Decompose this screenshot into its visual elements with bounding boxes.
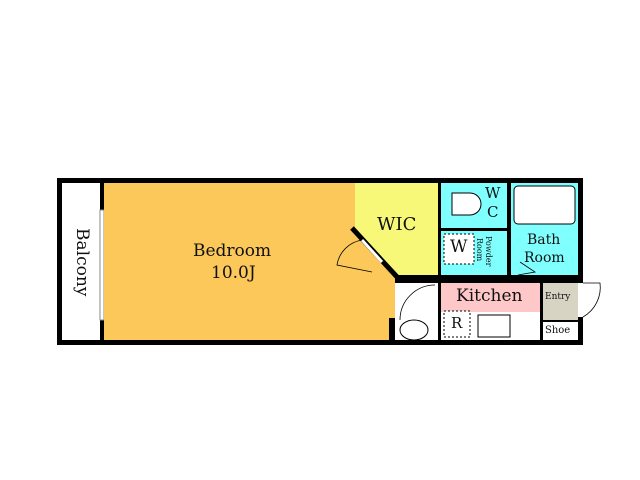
- entrance-door-swing: [582, 282, 601, 318]
- balcony-area: [62, 183, 100, 340]
- hall-door-swing: [399, 284, 436, 321]
- powder-label-2: Room: [475, 238, 484, 262]
- bath-door-swing: [517, 261, 537, 276]
- entry-area: [543, 283, 578, 320]
- shoe-label: Shoe: [545, 325, 571, 336]
- shoe-cabinet: [543, 322, 578, 340]
- kitchen-label: Kitchen: [456, 286, 523, 306]
- bedroom-label: Bedroom: [193, 241, 272, 261]
- bedroom-area: [104, 183, 348, 340]
- bedroom-size: 10.0J: [211, 263, 256, 283]
- entrance-door: [578, 283, 583, 317]
- balcony-label: Balcony: [72, 228, 92, 297]
- wc-label-w: W: [485, 184, 501, 202]
- bathtub-icon: [513, 185, 576, 225]
- bath-label-2: Room: [524, 250, 565, 266]
- wc-label-c: C: [487, 203, 499, 221]
- bath-label-1: Bath: [527, 232, 561, 248]
- wic-door-swing: [336, 239, 373, 273]
- wic-area: [355, 183, 438, 275]
- washer-label: W: [450, 237, 468, 257]
- powder-label-1: Powder: [484, 236, 493, 267]
- kitchen-area: [441, 283, 540, 312]
- wic-door: [360, 238, 384, 264]
- refrigerator-icon: [443, 310, 471, 338]
- washer-icon: [443, 233, 475, 265]
- wic-label: WIC: [377, 214, 417, 235]
- entry-label: Entry: [545, 292, 571, 302]
- refrigerator-label: R: [451, 314, 463, 332]
- washbasin-icon: [399, 319, 429, 341]
- sink-icon: [477, 314, 511, 338]
- balcony-window: [99, 209, 105, 321]
- toilet-icon: [451, 192, 482, 216]
